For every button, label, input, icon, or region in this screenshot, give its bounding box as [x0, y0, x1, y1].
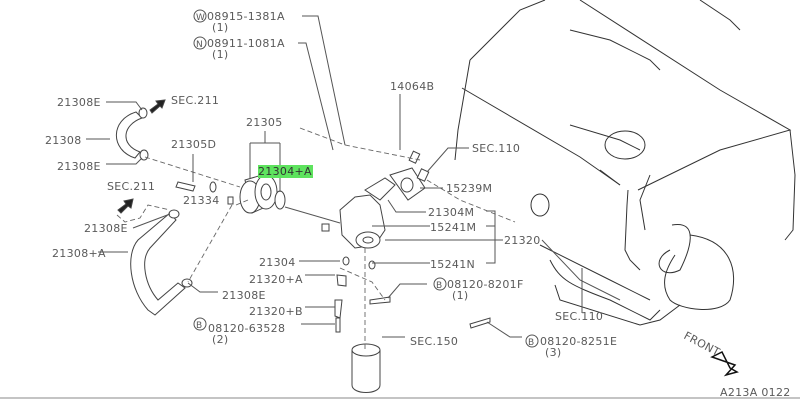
leader-lines [0, 15, 800, 399]
label-bolt-8201f-qty: (1) [452, 289, 468, 302]
oil-filter [351, 343, 381, 393]
label-21308e[interactable]: 21308E [84, 222, 128, 235]
label-nut-part[interactable]: 08911-1081A [207, 37, 285, 50]
filter-bracket [321, 150, 491, 333]
highlight-marker [258, 165, 313, 178]
label-21305[interactable]: 21305 [246, 116, 283, 129]
label-bolt-8201f[interactable]: 08120-8201F [447, 278, 524, 291]
label-bolt-8251e-qty: (3) [545, 346, 561, 359]
label-21304a-highlighted[interactable]: 21304+A [258, 165, 312, 178]
label-bolt-63528-qty: (2) [212, 333, 228, 346]
nut-code: N [196, 40, 203, 50]
engine-block [454, 0, 796, 326]
label-21308e[interactable]: 21308E [57, 96, 101, 109]
bolt1-code: B [436, 281, 442, 291]
label-sec211[interactable]: SEC.211 [107, 180, 155, 193]
label-15241m[interactable]: 15241M [430, 221, 476, 234]
label-21308e[interactable]: 21308E [57, 160, 101, 173]
washer-code: W [196, 13, 205, 23]
label-21334[interactable]: 21334 [183, 194, 220, 207]
label-15241n[interactable]: 15241N [430, 258, 475, 271]
figure-id: A213A 0122 [720, 386, 791, 399]
label-21320[interactable]: 21320 [504, 234, 541, 247]
label-21304[interactable]: 21304 [259, 256, 296, 269]
arrow-icon [117, 198, 134, 214]
label-21308e[interactable]: 21308E [222, 289, 266, 302]
label-sec150[interactable]: SEC.150 [410, 335, 458, 348]
bolt2-code: B [196, 321, 202, 331]
oil-cooler [175, 174, 286, 214]
circle-code-markers [193, 9, 539, 348]
label-sec110[interactable]: SEC.110 [472, 142, 520, 155]
label-21308a[interactable]: 21308+A [52, 247, 106, 260]
upper-hose [115, 107, 149, 161]
label-washer-part[interactable]: 08915-1381A [207, 10, 285, 23]
label-21320b[interactable]: 21320+B [249, 305, 303, 318]
label-21304m[interactable]: 21304M [428, 206, 474, 219]
label-21305d[interactable]: 21305D [171, 138, 216, 151]
arrow-icon [149, 99, 166, 114]
label-21308[interactable]: 21308 [45, 134, 82, 147]
front-direction-label: FRONT [682, 329, 723, 359]
label-washer-qty: (1) [212, 21, 228, 34]
label-sec211[interactable]: SEC.211 [171, 94, 219, 107]
label-bolt-63528[interactable]: 08120-63528 [208, 322, 285, 335]
label-14064b[interactable]: 14064B [390, 80, 434, 93]
label-21320a[interactable]: 21320+A [249, 273, 303, 286]
lower-hose [130, 209, 193, 316]
label-bolt-8251e[interactable]: 08120-8251E [540, 335, 617, 348]
label-15239m[interactable]: 15239M [446, 182, 492, 195]
bolt3-code: B [528, 338, 534, 348]
label-nut-qty: (1) [212, 48, 228, 61]
label-sec110[interactable]: SEC.110 [555, 310, 603, 323]
